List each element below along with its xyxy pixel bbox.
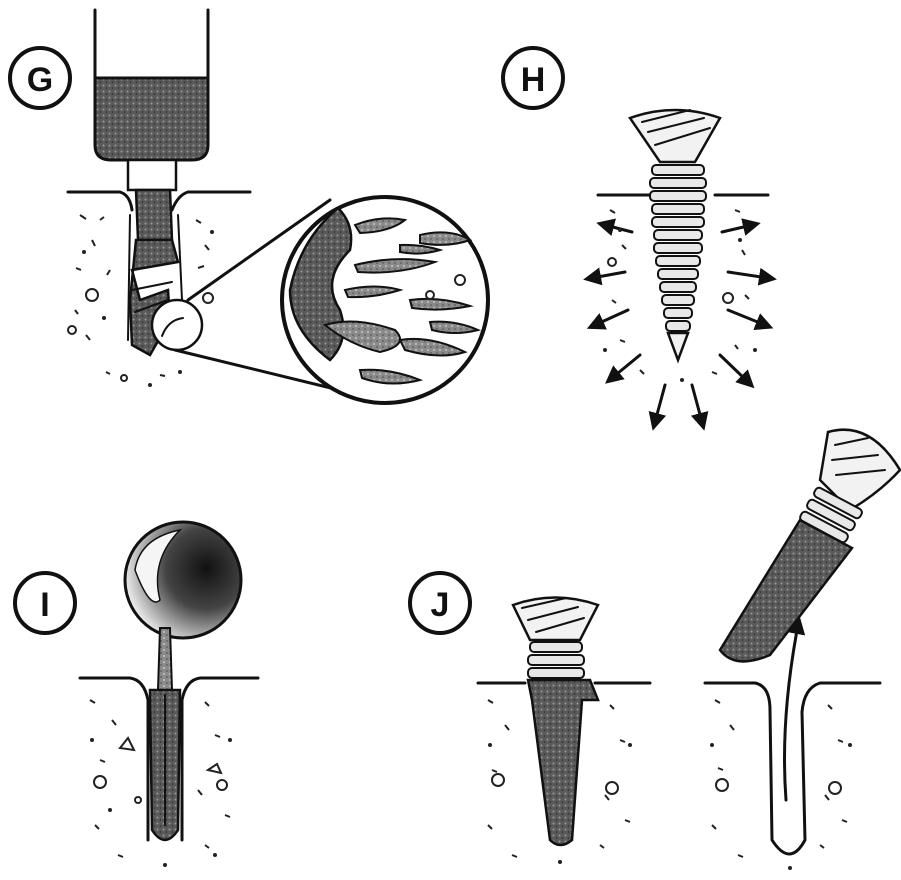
panel-j-label-badge: J — [410, 573, 470, 633]
bone-debris-j-removed — [710, 700, 852, 870]
panel-h: H — [503, 48, 768, 422]
bone-screw-icon — [630, 110, 720, 360]
panel-j-label: J — [431, 586, 450, 624]
removed-screw-icon — [720, 430, 900, 662]
panel-i-label: I — [40, 586, 49, 624]
panel-i: I — [15, 522, 258, 867]
panel-j: J — [410, 430, 900, 870]
panel-i-label-badge: I — [15, 573, 75, 633]
panel-g-label: G — [27, 61, 53, 99]
panel-h-label: H — [521, 61, 546, 99]
panel-g: G — [10, 10, 488, 403]
panel-g-label-badge: G — [10, 48, 70, 108]
magnify-target-circle — [152, 300, 202, 350]
magnified-bone-inset-icon — [282, 197, 488, 403]
panel-h-label-badge: H — [503, 48, 563, 108]
removal-arrow-icon — [785, 625, 799, 800]
inserted-screw-icon — [513, 598, 598, 846]
bone-surface-j-removed — [705, 683, 880, 854]
